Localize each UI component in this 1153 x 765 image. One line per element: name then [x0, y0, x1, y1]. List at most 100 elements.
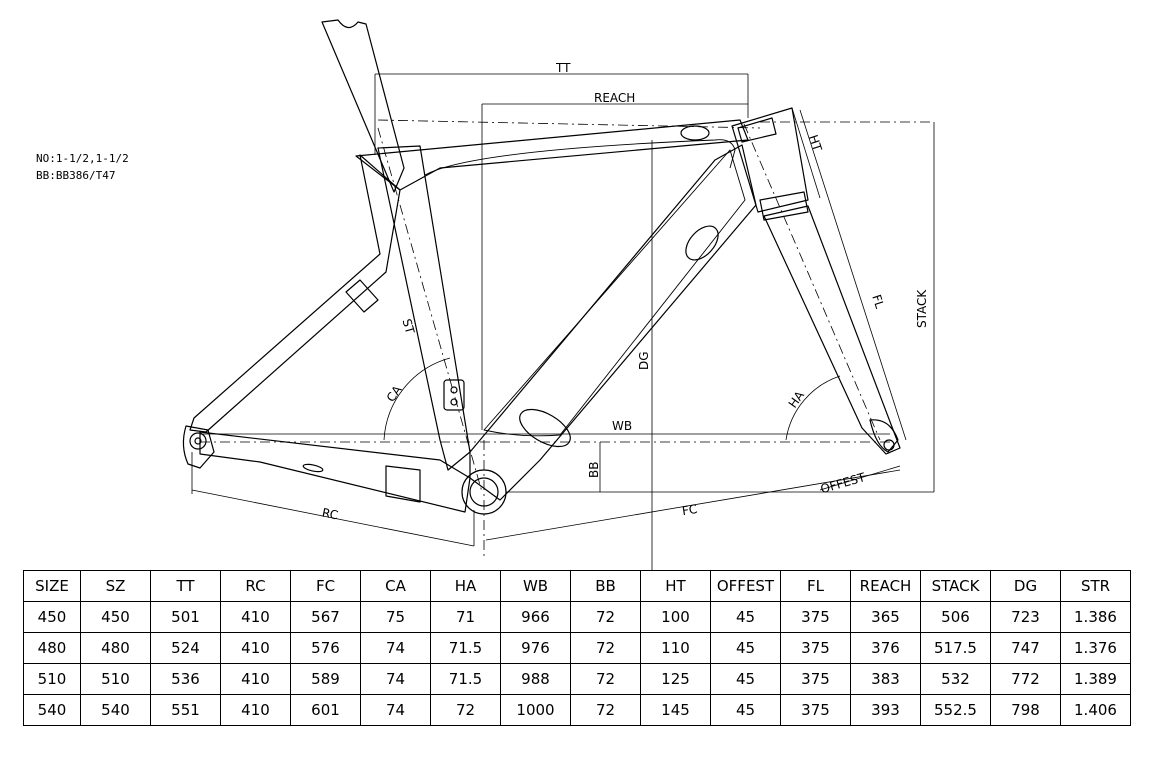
table-cell: 45: [710, 601, 781, 633]
table-cell: 567: [290, 601, 361, 633]
ha-label: HA: [786, 388, 808, 411]
table-cell: 524: [150, 632, 221, 664]
table-cell: 723: [990, 601, 1061, 633]
table-cell: 510: [23, 663, 81, 695]
column-header: FC: [290, 570, 361, 602]
table-header-row: SIZE SZ TT RC FC CA HA WB BB HT OFFEST F…: [23, 570, 1131, 602]
ca-label: CA: [384, 382, 405, 404]
wb-label: WB: [612, 419, 632, 433]
chain-stay: [199, 431, 471, 513]
fork: [763, 205, 901, 455]
table-row: 450 450 501 410 567 75 71 966 72 100 45 …: [23, 601, 1131, 633]
table-cell: 747: [990, 632, 1061, 664]
rear-axle-inner: [194, 437, 202, 445]
table-cell: 74: [360, 663, 431, 695]
table-cell: 393: [850, 694, 921, 726]
headset-note: NO:1-1/2,1-1/2: [36, 152, 129, 165]
table-cell: 480: [23, 632, 81, 664]
column-header: SIZE: [23, 570, 81, 602]
table-cell: 376: [850, 632, 921, 664]
head-tube: [731, 107, 809, 213]
spec-notes: NO:1-1/2,1-1/2 BB:BB386/T47: [36, 150, 129, 184]
table-cell: 375: [780, 694, 851, 726]
table-cell: 798: [990, 694, 1061, 726]
table-cell: 1.386: [1060, 601, 1131, 633]
column-header: HA: [430, 570, 501, 602]
table-row: 480 480 524 410 576 74 71.5 976 72 110 4…: [23, 632, 1131, 664]
table-cell: 72: [570, 663, 641, 695]
offset-line: [819, 465, 901, 491]
headset-cap: [737, 117, 777, 143]
rear-axle: [189, 432, 207, 450]
geometry-table: SIZE SZ TT RC FC CA HA WB BB HT OFFEST F…: [23, 570, 1131, 726]
front-axle: [883, 439, 895, 451]
column-header: RC: [220, 570, 291, 602]
down-tube-inner: [483, 149, 746, 437]
table-cell: 71: [430, 601, 501, 633]
column-header: HT: [640, 570, 711, 602]
table-cell: 1.406: [1060, 694, 1131, 726]
table-cell: 410: [220, 632, 291, 664]
column-header: BB: [570, 570, 641, 602]
table-cell: 383: [850, 663, 921, 695]
cable-port: [443, 379, 465, 411]
table-cell: 74: [360, 694, 431, 726]
rear-dropout: [182, 425, 215, 469]
table-cell: 450: [23, 601, 81, 633]
down-tube-port: [685, 225, 719, 261]
seat-stay: [189, 154, 401, 433]
st-label: ST: [399, 317, 417, 336]
fork-axis: [743, 123, 881, 441]
bb-label: BB: [587, 462, 601, 478]
table-cell: 72: [430, 694, 501, 726]
port-bolt-bottom: [450, 398, 458, 406]
top-tube-window: [424, 139, 736, 176]
table-cell: 589: [290, 663, 361, 695]
table-cell: 540: [80, 694, 151, 726]
table-cell: 966: [500, 601, 571, 633]
table-cell: 501: [150, 601, 221, 633]
table-cell: 110: [640, 632, 711, 664]
chain-stay-band: [385, 465, 421, 503]
fc-label: FC: [681, 502, 698, 518]
table-cell: 772: [990, 663, 1061, 695]
table-cell: 551: [150, 694, 221, 726]
fl-label: FL: [869, 293, 887, 311]
table-cell: 510: [80, 663, 151, 695]
table-cell: 536: [150, 663, 221, 695]
dimension-lines: [191, 73, 935, 570]
down-tube: [469, 144, 757, 501]
table-cell: 450: [80, 601, 151, 633]
table-cell: 540: [23, 694, 81, 726]
column-header: FL: [780, 570, 851, 602]
ht-label: HT: [806, 133, 825, 154]
rc-line: [191, 489, 475, 547]
seat-tube: [377, 145, 471, 471]
column-header: STR: [1060, 570, 1131, 602]
table-cell: 72: [570, 601, 641, 633]
chain-stay-slot: [302, 463, 324, 473]
table-cell: 576: [290, 632, 361, 664]
table-cell: 1.376: [1060, 632, 1131, 664]
table-cell: 71.5: [430, 632, 501, 664]
table-cell: 552.5: [920, 694, 991, 726]
table-cell: 532: [920, 663, 991, 695]
table-cell: 365: [850, 601, 921, 633]
column-header: DG: [990, 570, 1061, 602]
table-cell: 75: [360, 601, 431, 633]
table-cell: 145: [640, 694, 711, 726]
table-cell: 1.389: [1060, 663, 1131, 695]
table-cell: 45: [710, 663, 781, 695]
ha-arc: [785, 375, 841, 441]
top-tube-centerline: [377, 119, 761, 129]
table-row: 540 540 551 410 601 74 72 1000 72 145 45…: [23, 694, 1131, 726]
table-cell: 74: [360, 632, 431, 664]
seatpost: [321, 19, 405, 193]
column-header: CA: [360, 570, 431, 602]
tt-label: TT: [555, 61, 571, 75]
table-cell: 375: [780, 632, 851, 664]
fc-line: [485, 469, 901, 541]
dg-label: DG: [637, 351, 651, 370]
column-header: SZ: [80, 570, 151, 602]
ht-dim: [791, 107, 821, 199]
